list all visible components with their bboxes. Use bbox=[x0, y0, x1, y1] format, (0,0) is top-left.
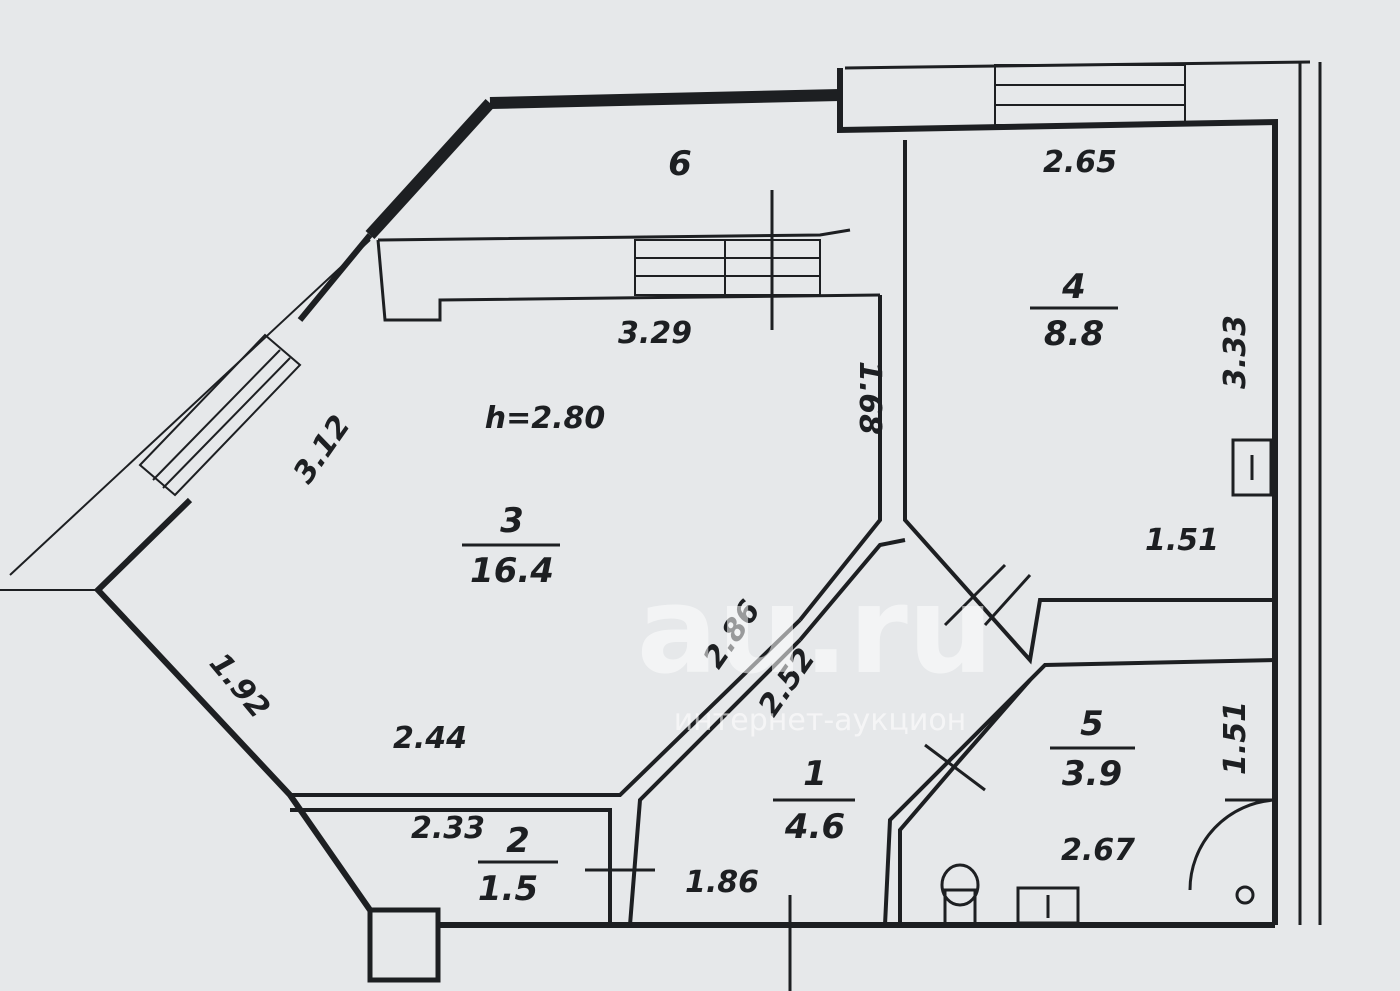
room-6-number: 6 bbox=[668, 144, 692, 184]
window-hatching bbox=[0, 64, 1186, 591]
room-1-area: 4.6 bbox=[784, 807, 845, 847]
room-4-number: 4 bbox=[1061, 267, 1086, 307]
dim-r2-top: 2.33 bbox=[411, 811, 485, 846]
fraction-lines bbox=[462, 306, 1135, 864]
dim-r4-bottom: 1.51 bbox=[1145, 523, 1219, 558]
room-5-number: 5 bbox=[1080, 704, 1104, 744]
watermark-logo: au.ru bbox=[637, 562, 994, 701]
dim-r1-bottom: 1.86 bbox=[685, 865, 759, 900]
room-4-area: 8.8 bbox=[1044, 314, 1104, 354]
dim-r4-right: 3.33 bbox=[1218, 315, 1253, 389]
dim-r3-right: 1.68 bbox=[852, 361, 887, 435]
room-2-number: 2 bbox=[506, 821, 530, 861]
room-2-area: 1.5 bbox=[478, 869, 538, 909]
door-marks bbox=[585, 190, 1276, 991]
watermark-caption: интернет-аукцион bbox=[674, 703, 967, 738]
room-3-number: 3 bbox=[500, 501, 524, 541]
interior-walls bbox=[290, 140, 1276, 926]
dim-r5-bottom: 2.67 bbox=[1061, 833, 1135, 868]
dim-r3-bottom: 2.44 bbox=[393, 721, 467, 756]
corner-pillar bbox=[367, 907, 441, 983]
exterior-walls bbox=[93, 68, 1278, 928]
dim-r3-diag-upper: 3.12 bbox=[287, 409, 358, 490]
dim-r4-top: 2.65 bbox=[1043, 145, 1117, 180]
bathroom-fixtures bbox=[940, 438, 1273, 927]
room-3-area: 16.4 bbox=[470, 551, 554, 591]
room-1-number: 1 bbox=[803, 754, 827, 794]
ceiling-height: h=2.80 bbox=[485, 401, 606, 436]
dim-r3-top: 3.29 bbox=[618, 316, 692, 351]
room-5-area: 3.9 bbox=[1062, 754, 1122, 794]
dim-r5-right: 1.51 bbox=[1218, 701, 1253, 775]
